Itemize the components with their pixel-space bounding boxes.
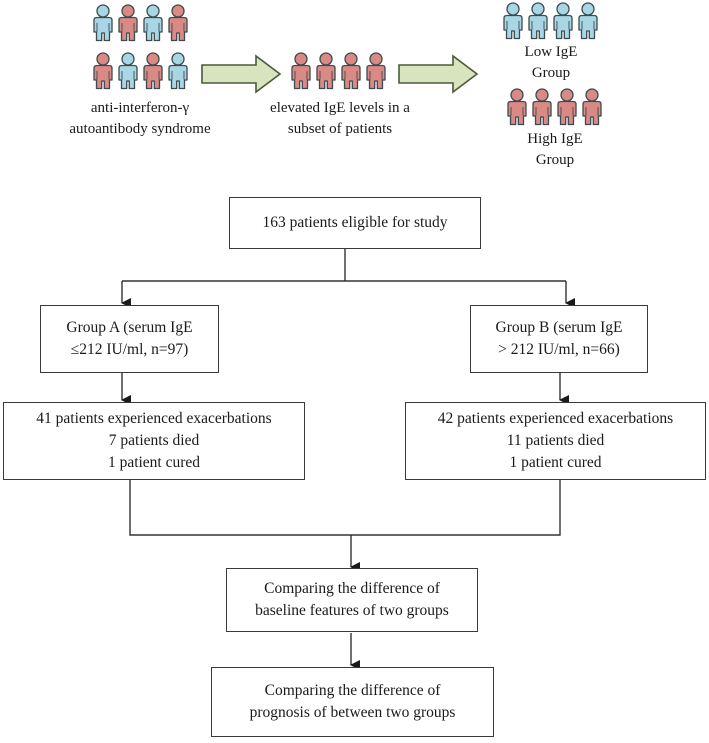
person-figure (502, 2, 524, 40)
person-figure (290, 52, 312, 90)
person-high-ige-icon (168, 4, 188, 42)
person-figure (92, 52, 114, 90)
person-figure (552, 2, 574, 40)
caption-line: subset of patients (287, 121, 393, 137)
subset-row (290, 52, 390, 92)
person-high-ige-icon (366, 52, 386, 90)
group-a-outcomes-box: 41 patients experienced exacerbations 7 … (3, 402, 305, 480)
prognosis-comparison-box: Comparing the difference of prognosis of… (211, 667, 494, 737)
caption-line: Low IgE (524, 44, 578, 60)
person-high-ige-icon (582, 88, 602, 126)
box-text: > 212 IU/ml, n=66) (498, 341, 620, 358)
person-low-ige-icon (578, 2, 598, 40)
person-low-ige-icon (93, 4, 113, 42)
group-b-box: Group B (serum IgE > 212 IU/ml, n=66) (470, 305, 648, 373)
caption-line: Group (535, 152, 575, 168)
person-low-ige-icon (503, 2, 523, 40)
caption-line: anti-interferon-γ (90, 100, 190, 116)
person-figure (142, 4, 164, 42)
person-low-ige-icon (143, 4, 163, 42)
person-figure (556, 88, 578, 126)
transition-arrow-1 (201, 54, 282, 94)
person-figure (167, 4, 189, 42)
box-text: Comparing the difference of (264, 682, 441, 699)
baseline-comparison-box: Comparing the difference of baseline fea… (226, 568, 478, 632)
box-text: baseline features of two groups (255, 602, 449, 619)
mixed-population-row-2 (92, 52, 192, 92)
low-ige-group-caption: Low IgE Group (490, 42, 612, 84)
person-figure (340, 52, 362, 90)
box-text: 7 patients died (108, 432, 200, 449)
caption-line: autoantibody syndrome (69, 121, 211, 137)
mixed-population-row-1 (92, 4, 192, 44)
person-figure (92, 4, 114, 42)
person-high-ige-icon (291, 52, 311, 90)
person-high-ige-icon (507, 88, 527, 126)
box-text: 163 patients eligible for study (262, 214, 448, 231)
arrow-right-icon (201, 54, 282, 94)
person-high-ige-icon (143, 52, 163, 90)
connector-merge (129, 479, 561, 536)
person-figure (117, 52, 139, 90)
caption-line: elevated IgE levels in a (270, 100, 410, 116)
person-figure (531, 88, 553, 126)
person-low-ige-icon (118, 52, 138, 90)
box-text: Group A (serum IgE (66, 319, 193, 336)
box-text: prognosis of between two groups (249, 704, 456, 721)
person-high-ige-icon (532, 88, 552, 126)
person-figure (167, 52, 189, 90)
person-high-ige-icon (93, 52, 113, 90)
person-high-ige-icon (557, 88, 577, 126)
high-ige-group-row (506, 88, 606, 128)
caption-line: High IgE (527, 131, 583, 147)
person-figure (142, 52, 164, 90)
person-figure (577, 2, 599, 40)
person-high-ige-icon (316, 52, 336, 90)
low-ige-group-row (502, 2, 602, 42)
caption-line: Group (531, 65, 571, 81)
box-text: Comparing the difference of (264, 580, 440, 597)
box-text: 1 patient cured (107, 454, 201, 471)
person-figure (365, 52, 387, 90)
person-low-ige-icon (528, 2, 548, 40)
subset-caption: elevated IgE levels in a subset of patie… (240, 98, 440, 140)
group-b-outcomes-box: 42 patients experienced exacerbations 11… (405, 402, 706, 480)
transition-arrow-2 (398, 54, 479, 94)
high-ige-group-caption: High IgE Group (494, 129, 616, 171)
mixed-population-caption: anti-interferon-γ autoantibody syndrome (40, 98, 240, 140)
eligible-patients-box: 163 patients eligible for study (229, 197, 481, 249)
box-text: 11 patients died (506, 432, 605, 449)
box-text: 1 patient cured (509, 454, 602, 471)
person-high-ige-icon (341, 52, 361, 90)
person-low-ige-icon (553, 2, 573, 40)
box-text: ≤212 IU/ml, n=97) (70, 341, 189, 358)
person-low-ige-icon (168, 52, 188, 90)
person-figure (315, 52, 337, 90)
box-text: 42 patients experienced exacerbations (437, 410, 674, 427)
box-text: 41 patients experienced exacerbations (36, 410, 272, 427)
person-figure (117, 4, 139, 42)
arrow-right-icon (398, 54, 479, 94)
box-text: Group B (serum IgE (495, 319, 623, 336)
person-figure (527, 2, 549, 40)
person-figure (506, 88, 528, 126)
group-a-box: Group A (serum IgE ≤212 IU/ml, n=97) (40, 305, 219, 373)
person-figure (581, 88, 603, 126)
person-high-ige-icon (118, 4, 138, 42)
